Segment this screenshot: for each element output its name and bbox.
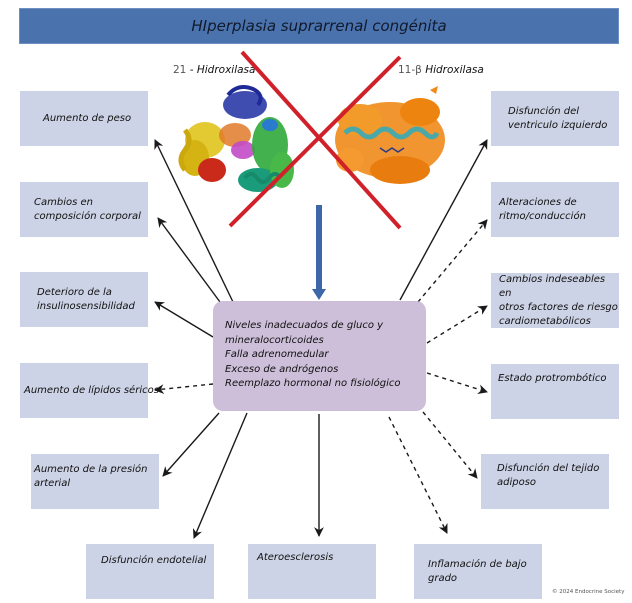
- outcome-text: Disfunción del tejido: [497, 463, 600, 474]
- arrow-to-presion-arterial: [162, 412, 220, 477]
- enzyme-number: 11-β: [398, 64, 422, 76]
- mechanism-line: Niveles inadecuados de gluco y: [225, 320, 384, 331]
- enzyme-name: - Hidroxilasa: [189, 64, 256, 76]
- title-banner: HIperplasia suprarrenal congénita: [19, 8, 619, 44]
- outcome-text: Disfunción del: [508, 105, 580, 117]
- outcome-box-presion-arterial: Aumento de la presión arterial: [31, 454, 159, 509]
- mechanism-line: Exceso de andrógenos: [225, 363, 339, 375]
- outcome-text: cardiometabólicos: [499, 315, 591, 327]
- enzyme-label-21-hydroxylase: 21 - Hidroxilasa: [173, 64, 255, 76]
- down-arrow-icon: [312, 205, 326, 300]
- mechanism-line: Falla adrenomedular: [225, 349, 329, 360]
- arrow-to-inflamacion: [388, 416, 448, 534]
- enzyme-label-11-beta-hydroxylase: 11-β Hidroxilasa: [398, 64, 484, 76]
- outcome-box-disfuncion-endotelial: Disfunción endotelial: [86, 544, 214, 599]
- outcome-text: Ateroesclerosis: [257, 552, 334, 563]
- outcome-box-lipidos-sericos: Aumento de lípidos séricos: [20, 363, 159, 418]
- arrow-to-ritmo-conduccion: [417, 219, 488, 303]
- outcome-box-insulinosensibilidad: Deterioro de la insulinosensibilidad: [20, 272, 148, 327]
- arrow-to-ventriculo-izquierdo: [399, 139, 488, 301]
- outcome-text: otros factores de riesgo: [499, 301, 618, 313]
- cross-out-icon: [228, 50, 402, 230]
- outcome-box-tejido-adiposo: Disfunción del tejido adiposo: [481, 454, 609, 509]
- outcome-text: insulinosensibilidad: [37, 300, 135, 312]
- enzyme-name: Hidroxilasa: [425, 64, 484, 76]
- outcome-text: Cambios en: [34, 196, 93, 208]
- arrow-to-tejido-adiposo: [422, 411, 478, 479]
- diagram-title: HIperplasia suprarrenal congénita: [191, 17, 447, 35]
- outcome-text: adiposo: [497, 477, 537, 488]
- mechanism-line: mineralocorticoides: [225, 334, 324, 346]
- arrow-to-disfuncion-endotelial: [192, 412, 248, 539]
- outcome-box-composicion-corporal: Cambios en composición corporal: [20, 182, 148, 237]
- outcome-text: ventriculo izquierdo: [508, 119, 608, 131]
- outcome-text: Inflamación de bajo: [428, 558, 527, 570]
- outcome-box-inflamacion: Inflamación de bajo grado: [414, 544, 542, 599]
- outcome-box-protrombotico: Estado protrombótico: [491, 364, 619, 419]
- outcome-text: arterial: [34, 478, 71, 489]
- arrow-to-composicion-corporal: [157, 217, 221, 303]
- outcome-box-ritmo-conduccion: Alteraciones de ritmo/conducción: [491, 182, 619, 237]
- outcome-text: Estado protrombótico: [498, 373, 607, 384]
- arrow-to-protrombotico: [426, 372, 488, 395]
- outcome-text: Aumento de lípidos séricos: [24, 384, 159, 396]
- arrow-to-aumento-de-peso: [154, 139, 234, 303]
- enzyme-number: 21: [173, 64, 187, 76]
- outcome-text: ritmo/conducción: [499, 210, 586, 222]
- outcome-text: Deterioro de la: [37, 286, 112, 298]
- outcome-box-aumento-de-peso: Aumento de peso: [20, 91, 148, 146]
- outcome-box-factores-riesgo: Cambios indeseables en otros factores de…: [491, 273, 619, 328]
- protein-structure-21-hydroxylase-icon: [178, 85, 294, 192]
- outcome-text: Aumento de peso: [43, 112, 132, 124]
- outcome-text: Cambios indeseables en: [499, 273, 606, 299]
- outcome-text: Aumento de la presión: [34, 464, 148, 475]
- arrow-to-insulinosensibilidad: [154, 301, 214, 338]
- outcome-text: Disfunción endotelial: [101, 555, 207, 566]
- protein-structure-11-beta-hydroxylase-icon: [335, 86, 445, 184]
- outcome-box-ventriculo-izquierdo: Disfunción del ventriculo izquierdo: [491, 91, 619, 146]
- central-mechanisms-box: Niveles inadecuados de gluco y mineraloc…: [213, 301, 426, 411]
- arrow-to-lipidos-sericos: [154, 383, 214, 394]
- outcome-text: composición corporal: [34, 210, 141, 222]
- arrow-to-factores-riesgo: [426, 305, 488, 344]
- copyright-notice: © 2024 Endocrine Society: [552, 589, 625, 595]
- outcome-text: Alteraciones de: [499, 196, 577, 208]
- outcome-box-ateroesclerosis: Ateroesclerosis: [248, 544, 376, 599]
- outcome-text: grado: [428, 572, 458, 584]
- mechanism-line: Reemplazo hormonal no fisiológico: [225, 378, 401, 389]
